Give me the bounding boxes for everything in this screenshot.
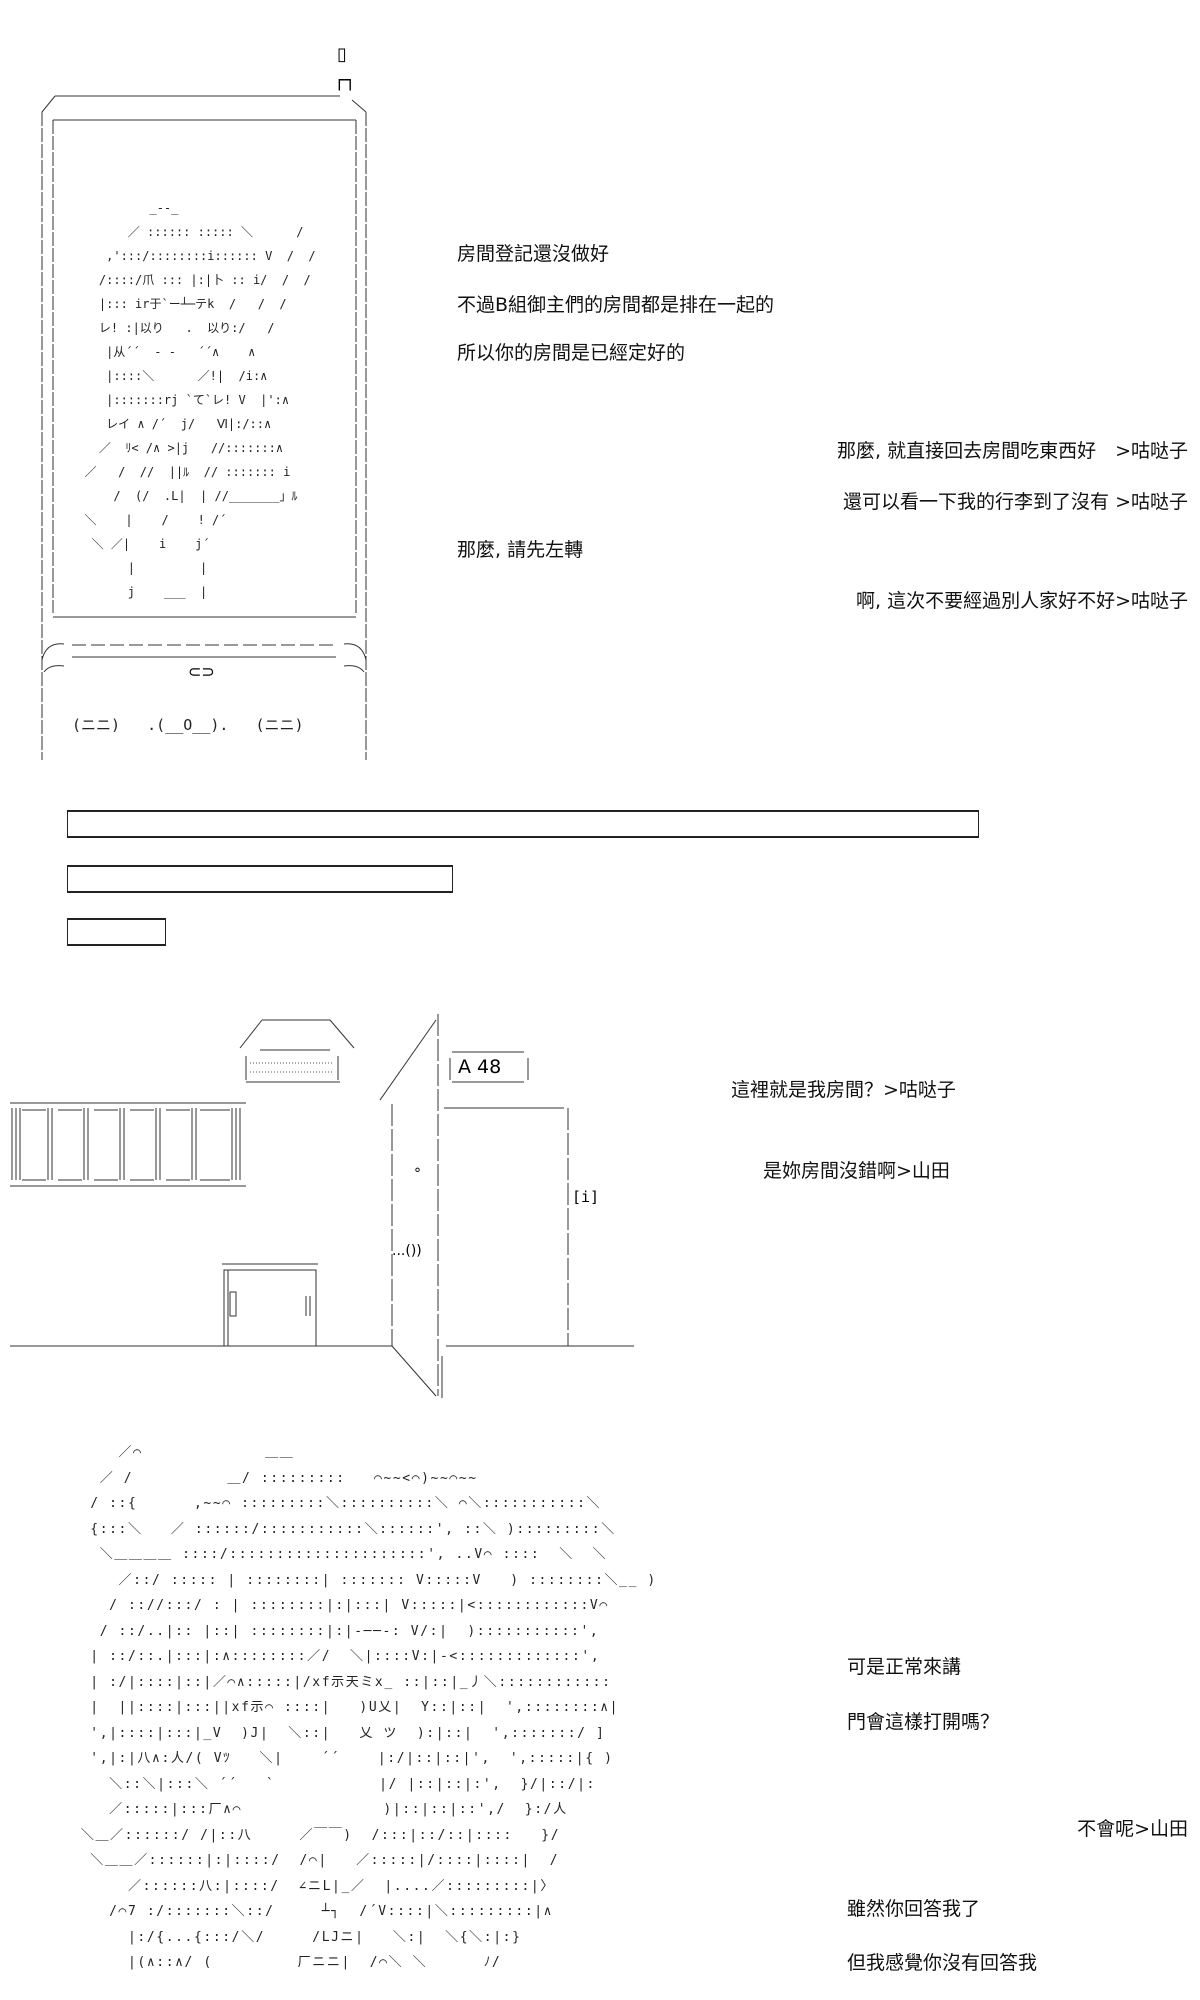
room-number-plate: A 48 [458, 1056, 502, 1078]
dialogue-line: 那麼, 就直接回去房間吃東西好 >咕哒子 [836, 440, 1188, 462]
dialogue-line: 啊, 這次不要經過別人家好不好>咕哒子 [856, 590, 1188, 612]
separator-bar-short [67, 918, 166, 946]
dialogue-line: 不會呢>山田 [1077, 1818, 1188, 1840]
phone-antenna-tip: ▯ [337, 44, 347, 65]
separator-bar-medium [67, 865, 453, 893]
dialogue-line: 不過B組御主們的房間都是排在一起的 [457, 294, 775, 316]
dialogue-line: 門會這樣打開嗎？ [847, 1711, 1000, 1733]
door-handle[interactable]: ...()) [392, 1243, 422, 1259]
dialogue-line: 是妳房間沒錯啊>山田 [763, 1160, 950, 1182]
dialogue-line: 可是正常來講 [847, 1656, 962, 1678]
dialogue-line: 但我感覺你沒有回答我 [847, 1952, 1038, 1974]
dialogue-line: 所以你的房間是已經定好的 [457, 342, 686, 364]
dialogue-line: 房間登記還沒做好 [457, 243, 610, 265]
dialogue-line: 還可以看一下我的行李到了沒有 >咕哒子 [843, 491, 1188, 513]
door-sign: [i] [572, 1188, 600, 1206]
dialogue-line: 雖然你回答我了 [847, 1898, 981, 1920]
phone-antenna-base: ┌┐ [334, 70, 356, 91]
dialogue-line: 這裡就是我房間？>咕哒子 [731, 1079, 956, 1101]
earpiece-icon: ⊂⊃ [188, 662, 215, 681]
phone-frame [41, 95, 367, 760]
dialogue-line: 那麼, 請先左轉 [457, 539, 584, 561]
face-art: _‐‐_ ／ :::::: ::::: ＼ / ,':::/::::::::i:… [70, 201, 316, 599]
character-art: ／⌒ ＿＿ ／ / ＿/ ::::::::: ⌒~~<⌒)~~⌒~~ / ::{… [62, 1445, 657, 1970]
keypad-buttons: (ニニ) .(__O__). (ニニ) [72, 716, 304, 734]
door-knob-icon: ° [414, 1166, 421, 1182]
separator-bar-long [67, 810, 979, 838]
room-drawing [10, 1014, 634, 1398]
